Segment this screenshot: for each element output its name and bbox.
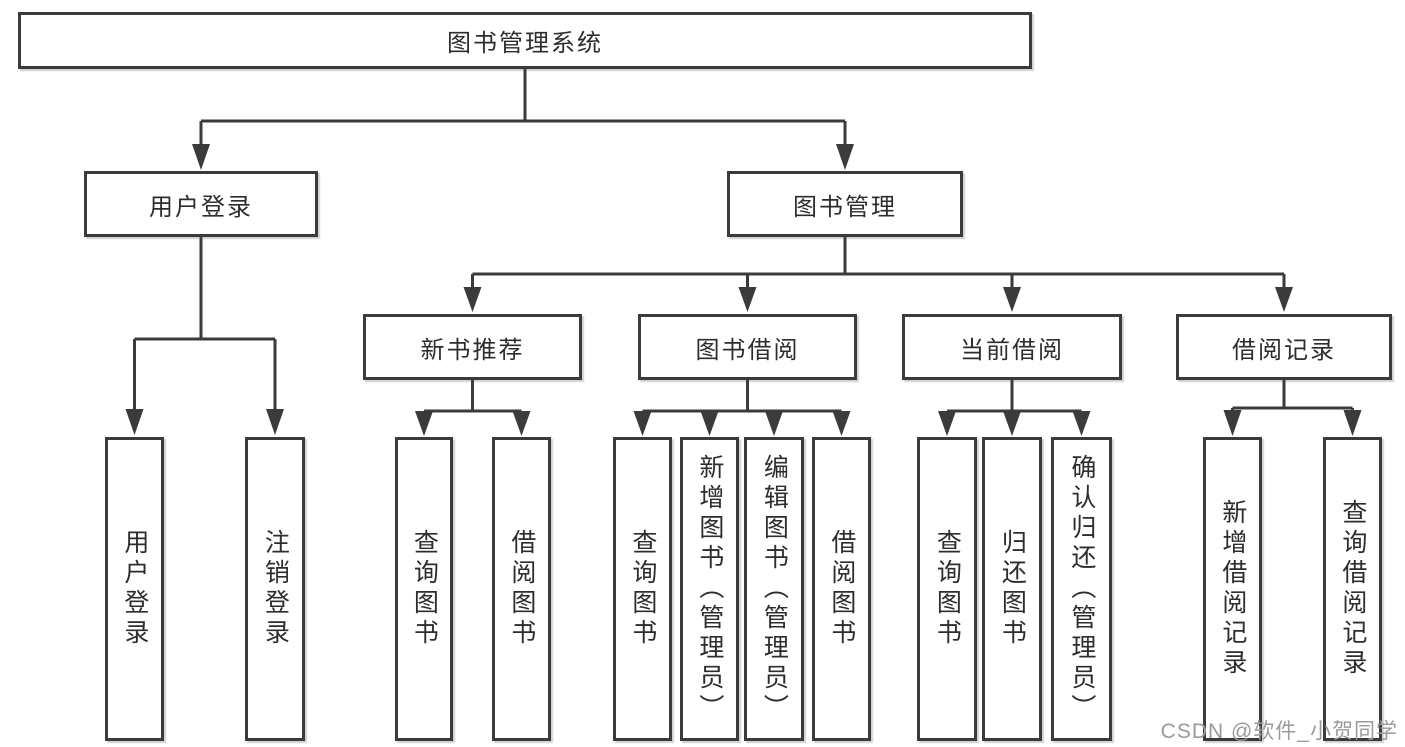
leaf-return-books: 归还图书 (982, 437, 1042, 741)
connector-records-to-leaves (1231, 380, 1354, 412)
leaf-query-borrow-record: 查询借阅记录 (1323, 437, 1382, 741)
connector-current-to-leaves (947, 380, 1082, 413)
node-borrowing-records: 借阅记录 (1176, 314, 1392, 380)
node-user-login: 用户登录 (84, 171, 318, 237)
connector-recommendation-to-leaves (424, 380, 522, 413)
leaf-borrow-books: 借阅图书 (812, 437, 871, 741)
leaf-query-books-current: 查询图书 (917, 437, 977, 741)
leaf-user-login: 用户登录 (105, 437, 164, 741)
watermark-text: CSDN @软件_小贺同学 (1160, 720, 1398, 743)
node-book-management: 图书管理 (727, 171, 963, 237)
leaf-borrow-books-recommend: 借阅图书 (492, 437, 551, 741)
connector-user-login-to-leaves (133, 237, 277, 410)
leaf-query-books-borrowing: 查询图书 (613, 437, 672, 741)
connector-book-management-to-level3 (471, 237, 1286, 288)
leaf-logout: 注销登录 (245, 437, 305, 741)
leaf-edit-books-admin: 编辑图书（管理员） (744, 437, 804, 741)
connector-borrowing-to-leaves (642, 380, 842, 413)
connector-root-to-level2 (199, 69, 847, 146)
node-book-borrowing: 图书借阅 (638, 314, 857, 380)
node-library-management-system: 图书管理系统 (18, 12, 1032, 69)
leaf-add-borrow-record: 新增借阅记录 (1203, 437, 1262, 741)
leaf-query-books-recommend: 查询图书 (395, 437, 453, 741)
leaf-add-books-admin: 新增图书（管理员） (680, 437, 739, 741)
node-current-borrowing: 当前借阅 (902, 314, 1122, 380)
leaf-confirm-return-admin: 确认归还（管理员） (1051, 437, 1112, 741)
node-new-book-recommendation: 新书推荐 (363, 314, 582, 380)
